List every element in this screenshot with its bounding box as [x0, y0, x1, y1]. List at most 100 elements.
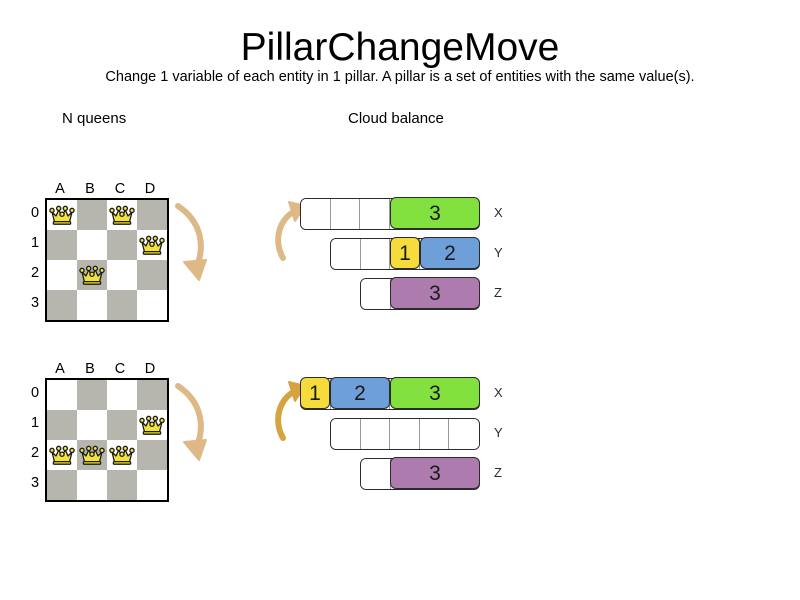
process-block-3[interactable]: 3	[390, 377, 480, 409]
process-block-3[interactable]: 3	[390, 457, 480, 489]
board-cell-B2[interactable]	[77, 260, 107, 290]
board-grid-before[interactable]	[45, 198, 169, 322]
board-cell-C3[interactable]	[107, 290, 137, 320]
board-cell-C1[interactable]	[107, 230, 137, 260]
board-cell-D2[interactable]	[137, 440, 167, 470]
move-arrow-down-icon	[168, 196, 214, 293]
capacity-cell	[361, 279, 391, 309]
board-cell-C2[interactable]	[107, 440, 137, 470]
column-label-d: D	[144, 361, 156, 377]
queen-icon[interactable]	[77, 440, 107, 470]
board-cell-B0[interactable]	[77, 200, 107, 230]
capacity-cell	[360, 419, 391, 449]
row-label-2: 2	[30, 265, 40, 281]
board-cell-B3[interactable]	[77, 470, 107, 500]
board-cell-C0[interactable]	[107, 380, 137, 410]
page-subtitle: Change 1 variable of each entity in 1 pi…	[105, 69, 695, 85]
section-heading-cloud: Cloud balance	[348, 110, 444, 127]
capacity-cell	[331, 239, 361, 269]
process-block-2[interactable]: 2	[330, 377, 390, 409]
column-label-c: C	[114, 361, 126, 377]
row-label-3: 3	[30, 295, 40, 311]
process-block-2[interactable]: 2	[420, 237, 480, 269]
capacity-cell	[449, 419, 479, 449]
board-cell-A2[interactable]	[47, 440, 77, 470]
column-label-d: D	[144, 181, 156, 197]
board-cell-B2[interactable]	[77, 440, 107, 470]
computer-label-y: Y	[494, 245, 503, 260]
board-cell-A2[interactable]	[47, 260, 77, 290]
computer-label-x: X	[494, 385, 503, 400]
cloud-computer-row-y-after[interactable]: Y	[330, 418, 503, 450]
computer-label-x: X	[494, 205, 503, 220]
column-label-c: C	[114, 181, 126, 197]
board-cell-D3[interactable]	[137, 470, 167, 500]
board-cell-B3[interactable]	[77, 290, 107, 320]
board-grid-after[interactable]	[45, 378, 169, 502]
queen-icon[interactable]	[107, 440, 137, 470]
board-cell-D0[interactable]	[137, 380, 167, 410]
board-cell-D0[interactable]	[137, 200, 167, 230]
process-block-1[interactable]: 1	[390, 237, 420, 269]
board-cell-B1[interactable]	[77, 230, 107, 260]
row-label-0: 0	[30, 205, 40, 221]
process-block-3[interactable]: 3	[390, 277, 480, 309]
capacity-cell	[361, 459, 391, 489]
board-cell-B0[interactable]	[77, 380, 107, 410]
row-labels-after: 0 1 2 3	[28, 378, 42, 498]
column-label-a: A	[55, 181, 65, 197]
column-label-b: B	[85, 181, 95, 197]
board-cell-A0[interactable]	[47, 380, 77, 410]
row-label-2: 2	[30, 445, 40, 461]
capacity-cell	[360, 199, 391, 229]
column-labels-before: A B C D	[45, 180, 165, 198]
board-cell-D3[interactable]	[137, 290, 167, 320]
process-block-1[interactable]: 1	[300, 377, 330, 409]
capacity-cell	[301, 199, 331, 229]
board-cell-B1[interactable]	[77, 410, 107, 440]
column-label-a: A	[55, 361, 65, 377]
queen-icon[interactable]	[47, 200, 77, 230]
capacity-cell	[360, 239, 391, 269]
process-block-3[interactable]: 3	[390, 197, 480, 229]
column-labels-after: A B C D	[45, 360, 165, 378]
board-cell-D1[interactable]	[137, 410, 167, 440]
page-title: PillarChangeMove	[240, 26, 560, 69]
board-cell-A3[interactable]	[47, 470, 77, 500]
queen-icon[interactable]	[137, 230, 167, 260]
queen-icon[interactable]	[77, 260, 107, 290]
capacity-cell	[331, 419, 361, 449]
column-label-b: B	[85, 361, 95, 377]
capacity-cell	[419, 419, 450, 449]
board-cell-C2[interactable]	[107, 260, 137, 290]
row-label-0: 0	[30, 385, 40, 401]
section-heading-nqueens: N queens	[62, 110, 127, 127]
capacity-cell	[330, 199, 361, 229]
row-label-1: 1	[30, 415, 40, 431]
board-cell-A0[interactable]	[47, 200, 77, 230]
board-cell-C0[interactable]	[107, 200, 137, 230]
row-label-3: 3	[30, 475, 40, 491]
queen-icon[interactable]	[137, 410, 167, 440]
board-cell-D2[interactable]	[137, 260, 167, 290]
move-arrow-down-icon	[168, 376, 214, 473]
computer-label-z: Z	[494, 285, 502, 300]
computer-capacity-bar	[330, 418, 480, 450]
capacity-cell	[390, 419, 420, 449]
queen-icon[interactable]	[47, 440, 77, 470]
board-cell-C1[interactable]	[107, 410, 137, 440]
board-cell-A1[interactable]	[47, 230, 77, 260]
computer-label-y: Y	[494, 425, 503, 440]
queen-icon[interactable]	[107, 200, 137, 230]
board-cell-A1[interactable]	[47, 410, 77, 440]
board-cell-A3[interactable]	[47, 290, 77, 320]
computer-label-z: Z	[494, 465, 502, 480]
board-cell-D1[interactable]	[137, 230, 167, 260]
board-cell-C3[interactable]	[107, 470, 137, 500]
